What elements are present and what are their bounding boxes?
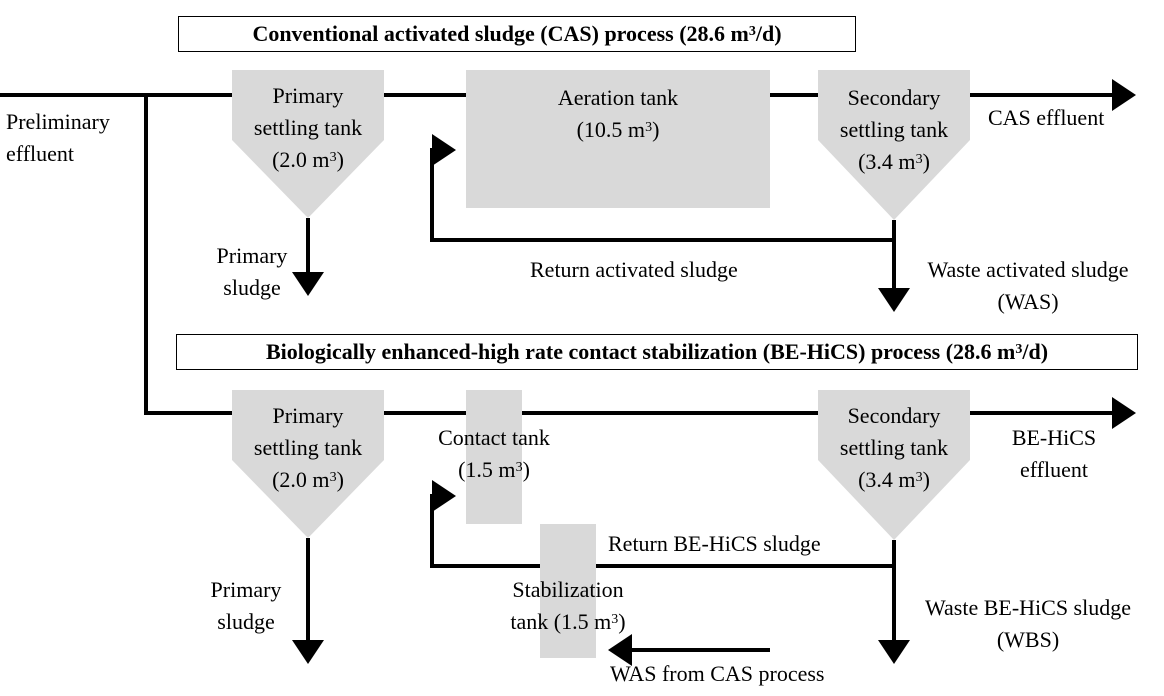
- cas-title-end: /d): [755, 21, 782, 46]
- cas-primary-tank-label: Primary settling tank (2.0 m3): [232, 80, 384, 176]
- behics-secondary-line2: settling tank: [839, 435, 949, 460]
- behics-waste-line1: Waste BE-HiCS sludge: [925, 595, 1131, 620]
- cas-primary-line2: settling tank: [253, 115, 363, 140]
- contact-vol: (1.5 m: [458, 457, 516, 482]
- behics-stabilization-tank-label: Stabilization tank (1.5 m3): [478, 574, 658, 638]
- cas-secondary-vol: (3.4 m: [858, 149, 916, 174]
- behics-title-exp: 3: [1015, 342, 1023, 357]
- cas-waste-line1: Waste activated sludge: [927, 257, 1129, 282]
- preliminary-line2: effluent: [6, 141, 75, 166]
- cas-effluent-label: CAS effluent: [988, 105, 1105, 130]
- behics-effluent-label: BE-HiCS effluent: [994, 422, 1114, 486]
- behics-primary-sludge-line2: sludge: [217, 609, 275, 634]
- behics-secondary-volume: (3.4 m3): [818, 464, 970, 496]
- cas-aeration-tank: [466, 70, 770, 208]
- cas-waste-line2: (WAS): [997, 289, 1059, 314]
- behics-contact-tank: [466, 390, 522, 524]
- behics-secondary-exp: 3: [915, 470, 923, 485]
- behics-primary-volume: (2.0 m3): [232, 464, 384, 496]
- cas-waste-sludge-label: Waste activated sludge (WAS): [900, 254, 1156, 318]
- behics-stabilization-tank: [540, 524, 596, 658]
- cas-secondary-exp: 3: [915, 152, 923, 167]
- cas-secondary-tank-label: Secondary settling tank (3.4 m3): [818, 82, 970, 178]
- behics-secondary-vol: (3.4 m: [858, 467, 916, 492]
- aeration-volume: (10.5 m3): [466, 114, 770, 146]
- contact-exp: 3: [515, 460, 523, 475]
- was-input-label: WAS from CAS process: [610, 661, 825, 686]
- contact-end: ): [522, 457, 530, 482]
- stabilization-end: ): [618, 609, 626, 634]
- behics-title-text: Biologically enhanced-high rate contact …: [265, 339, 1016, 364]
- behics-waste-line2: (WBS): [996, 627, 1060, 652]
- cas-return-sludge-line: [430, 134, 896, 242]
- cas-secondary-settling-tank: [818, 70, 970, 220]
- cas-return-sludge-label: Return activated sludge: [530, 257, 738, 282]
- cas-secondary-volume: (3.4 m3): [818, 146, 970, 178]
- preliminary-line1: Preliminary: [6, 109, 110, 134]
- cas-primary-sludge-line1: Primary: [216, 243, 288, 268]
- stabilization-volume: tank (1.5 m3): [478, 606, 658, 638]
- cas-primary-settling-tank: [232, 70, 384, 218]
- preliminary-effluent-label: Preliminary effluent: [6, 106, 110, 170]
- cas-primary-end: ): [336, 147, 344, 172]
- behics-secondary-tank-label: Secondary settling tank (3.4 m3): [818, 400, 970, 496]
- behics-secondary-line1: Secondary: [847, 403, 941, 428]
- cas-title: Conventional activated sludge (CAS) proc…: [178, 16, 856, 52]
- cas-primary-sludge-label: Primary sludge: [196, 240, 308, 304]
- cas-primary-sludge-line2: sludge: [223, 275, 281, 300]
- behics-primary-sludge-label: Primary sludge: [190, 574, 302, 638]
- cas-secondary-line1: Secondary: [847, 85, 941, 110]
- stabilization-exp: 3: [611, 612, 619, 627]
- cas-secondary-line2: settling tank: [839, 117, 949, 142]
- behics-effluent-line2: effluent: [1019, 457, 1088, 482]
- cas-primary-line1: Primary: [272, 83, 344, 108]
- cas-title-exp: 3: [748, 24, 756, 39]
- behics-title: Biologically enhanced-high rate contact …: [176, 334, 1138, 370]
- behics-contact-tank-label: Contact tank (1.5 m3): [416, 422, 572, 486]
- stabilization-vol: tank (1.5 m: [510, 609, 612, 634]
- behics-primary-end: ): [336, 467, 344, 492]
- aeration-line1: Aeration tank: [557, 85, 679, 110]
- contact-volume: (1.5 m3): [416, 454, 572, 486]
- contact-line1: Contact tank: [438, 425, 550, 450]
- behics-title-end: /d): [1022, 339, 1049, 364]
- behics-return-sludge-label: Return BE-HiCS sludge: [608, 531, 821, 556]
- stabilization-line1: Stabilization: [512, 577, 624, 602]
- behics-secondary-end: ): [922, 467, 930, 492]
- behics-primary-line1: Primary: [272, 403, 344, 428]
- behics-primary-settling-tank: [232, 390, 384, 538]
- aeration-end: ): [652, 117, 660, 142]
- behics-secondary-settling-tank: [818, 390, 970, 540]
- aeration-vol: (10.5 m: [576, 117, 646, 142]
- behics-waste-sludge-label: Waste BE-HiCS sludge (WBS): [900, 592, 1156, 656]
- cas-title-text: Conventional activated sludge (CAS) proc…: [252, 21, 749, 46]
- cas-primary-exp: 3: [329, 150, 337, 165]
- behics-primary-vol: (2.0 m: [272, 467, 330, 492]
- behics-primary-tank-label: Primary settling tank (2.0 m3): [232, 400, 384, 496]
- behics-effluent-line1: BE-HiCS: [1011, 425, 1097, 450]
- cas-primary-volume: (2.0 m3): [232, 144, 384, 176]
- cas-aeration-tank-label: Aeration tank (10.5 m3): [466, 82, 770, 146]
- behics-primary-line2: settling tank: [253, 435, 363, 460]
- behics-return-sludge-line-c: [430, 480, 540, 568]
- behics-primary-sludge-line1: Primary: [210, 577, 282, 602]
- behics-primary-exp: 3: [329, 470, 337, 485]
- cas-primary-vol: (2.0 m: [272, 147, 330, 172]
- aeration-exp: 3: [645, 120, 653, 135]
- cas-secondary-end: ): [922, 149, 930, 174]
